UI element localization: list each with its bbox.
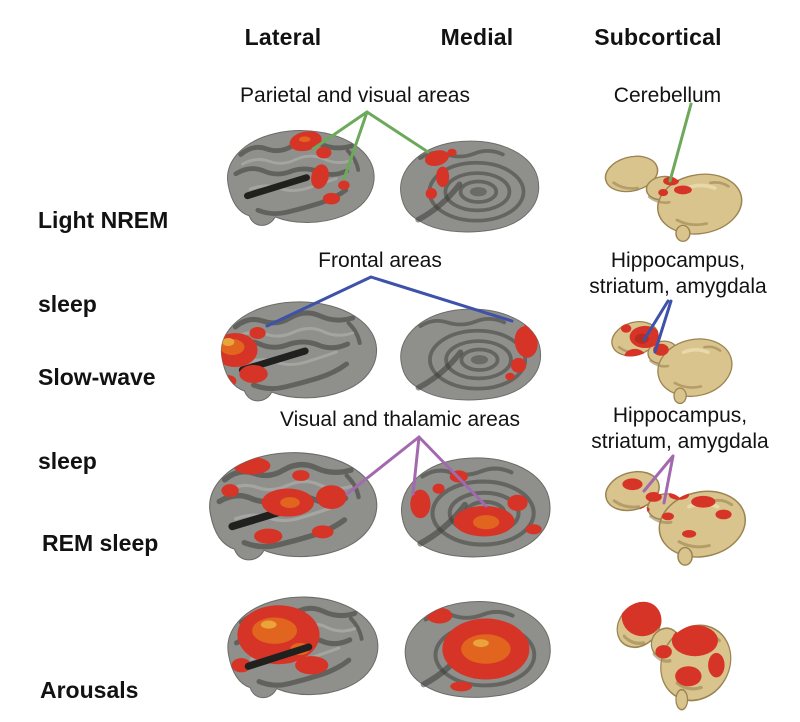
brain-lateral-light-nrem-image: [212, 122, 384, 237]
annotation-line: striatum, amygdala: [589, 275, 767, 298]
annotation-line: Hippocampus,: [612, 404, 748, 427]
brain-medial-arousals-image: [392, 592, 560, 710]
column-header-medial: Medial: [440, 24, 514, 50]
row-label-line: sleep: [38, 291, 97, 317]
annotation-frontal-areas: Frontal areas: [318, 249, 442, 272]
row-label-line: Slow-wave: [38, 364, 156, 390]
brain-lateral-arousals-image: [212, 588, 388, 710]
activation-arousal-subcortical: [621, 596, 725, 687]
annotation-line: striatum, amygdala: [591, 430, 769, 453]
row-label-light-nrem-sleep: Light NREM sleep: [38, 150, 168, 374]
activation-arousal-lateral: [231, 605, 329, 675]
activation-arousal-medial: [426, 607, 530, 692]
brain-lateral-slow-wave-image: [205, 293, 387, 413]
row-label-line: Arousals: [40, 677, 139, 703]
brain-medial-rem-image: [388, 448, 560, 570]
row-label-rem-sleep: REM sleep: [42, 473, 158, 613]
annotation-hippocampus-sws: Hippocampus, striatum, amygdala: [572, 248, 784, 300]
brain-medial-slow-wave-image: [388, 300, 550, 412]
brain-lateral-rem-image: [192, 443, 388, 573]
row-label-line: REM sleep: [42, 530, 159, 556]
annotation-cerebellum: Cerebellum: [613, 84, 722, 107]
row-label-arousals: Arousals: [40, 620, 138, 722]
column-header-lateral: Lateral: [244, 24, 322, 50]
row-label-slow-wave-sleep: Slow-wave sleep: [38, 307, 156, 531]
brain-subcortical-slow-wave-image: [605, 314, 740, 406]
annotation-visual-thalamic-areas: Visual and thalamic areas: [279, 408, 521, 431]
annotation-hippocampus-rem: Hippocampus, striatum, amygdala: [574, 403, 786, 455]
brain-medial-light-nrem-image: [388, 132, 548, 244]
brain-subcortical-rem-image: [592, 456, 764, 568]
brain-subcortical-light-nrem-image: [598, 148, 751, 244]
annotation-line: Hippocampus,: [610, 249, 746, 272]
column-header-subcortical: Subcortical: [594, 24, 722, 50]
brain-subcortical-arousals-image: [606, 585, 746, 713]
annotation-parietal-visual-areas: Parietal and visual areas: [240, 84, 470, 107]
row-label-line: Light NREM: [38, 207, 169, 233]
row-label-line: sleep: [38, 448, 97, 474]
